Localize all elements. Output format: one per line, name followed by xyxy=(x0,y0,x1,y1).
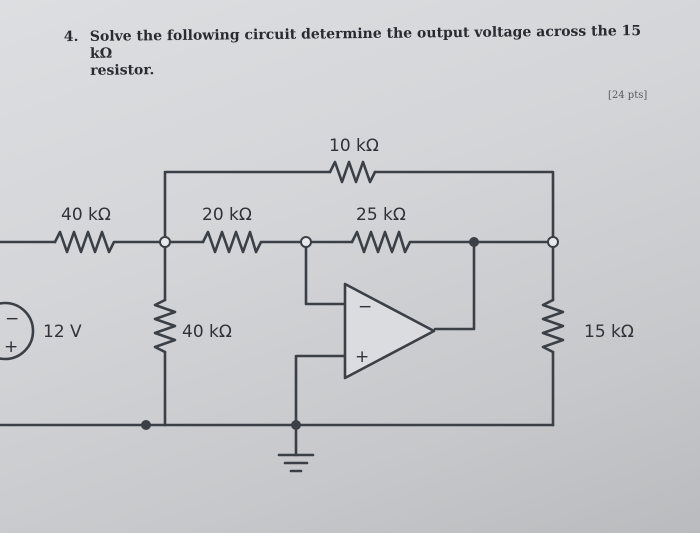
node-opamp-output xyxy=(469,237,479,247)
label-20k: 20 kΩ xyxy=(202,205,252,225)
opamp-plus-sign: + xyxy=(355,347,369,367)
top-wire xyxy=(163,160,555,244)
source-plus-sign: + xyxy=(4,337,18,357)
node-ground xyxy=(291,420,301,430)
label-12v: 12 V xyxy=(43,322,82,342)
label-25k: 25 kΩ xyxy=(356,205,406,225)
opamp: − + xyxy=(343,282,436,380)
label-10k: 10 kΩ xyxy=(329,136,379,156)
label-40k-shunt: 40 kΩ xyxy=(182,322,232,342)
opamp-minus-sign: − xyxy=(358,297,372,317)
source-minus-sign: − xyxy=(5,309,19,329)
node-a xyxy=(159,236,171,248)
resistor-20k xyxy=(168,230,303,254)
label-40k-series: 40 kΩ xyxy=(61,205,111,225)
resistor-10k-zigzag xyxy=(328,160,377,184)
opamp-wiring xyxy=(294,240,476,427)
points-label: [24 pts] xyxy=(608,90,648,101)
voltage-source-12v: − + xyxy=(0,301,35,361)
ground-icon xyxy=(277,423,315,473)
node-bottom-left xyxy=(141,420,151,430)
resistor-15k-load xyxy=(541,245,565,427)
resistor-25k xyxy=(309,230,550,254)
resistor-40k-series xyxy=(0,230,162,254)
label-15k: 15 kΩ xyxy=(584,322,634,342)
node-b xyxy=(300,236,312,248)
node-output xyxy=(547,236,559,248)
resistor-40k-shunt xyxy=(153,245,177,427)
